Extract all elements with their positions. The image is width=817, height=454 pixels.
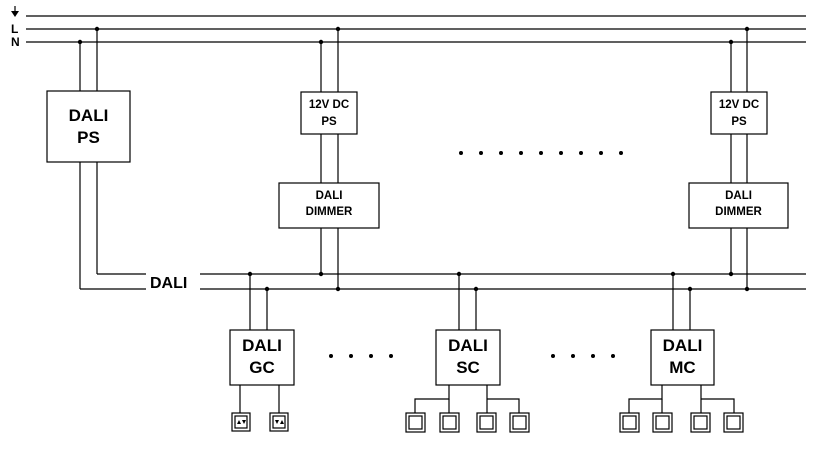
dali-bus-label: DALI [150,275,187,292]
push-button-icon [619,412,640,433]
dimmer-2-label-line1: DALI [725,190,752,202]
dimmer-branch-1: 12V DC PS DALI DIMMER [278,26,380,292]
dimmer-1-label-line2: DIMMER [306,206,353,218]
dc-ps-2-label-line1: 12V DC [719,99,759,111]
dc-ps-1-label-line2: PS [321,116,337,128]
dali-dimmer-1 [278,182,380,229]
gc-label-line2: GC [249,358,275,377]
dimmer-2-label-line2: DIMMER [715,206,762,218]
dc-power-supply-2 [710,91,768,135]
sc-branch: DALI SC [405,271,530,433]
mc-label-line2: MC [669,358,695,377]
dali-power-supply [46,90,131,163]
dimmer-ellipsis [459,151,623,155]
dali-ps-branch: DALI PS [46,26,146,290]
dali-bus: DALI [150,273,806,292]
blind-switch-icon [231,412,251,432]
mc-branch: DALI MC [619,271,744,433]
gc-branch: DALI GC [229,271,295,432]
sc-label-line2: SC [456,358,480,377]
dc-ps-1-label-line1: 12V DC [309,99,349,111]
dimmer-1-label-line1: DALI [316,190,343,202]
module-ellipsis-2 [551,354,615,358]
dc-power-supply-1 [300,91,358,135]
push-button-icon [476,412,497,433]
mc-label-line1: DALI [663,336,703,355]
push-button-icon [652,412,673,433]
neutral-rail-label: N [11,35,20,49]
dali-ps-label-line2: PS [77,128,100,147]
module-ellipsis-1 [329,354,393,358]
dimmer-branch-2: 12V DC PS DALI DIMMER [688,26,789,292]
dali-mc-module [650,329,715,386]
gc-label-line1: DALI [242,336,282,355]
dali-dimmer-2 [688,182,789,229]
earth-arrow-icon [11,6,19,17]
dc-ps-2-label-line2: PS [731,116,747,128]
push-button-icon [690,412,711,433]
line-rail-label: L [11,22,18,36]
blind-switch-icon [269,412,289,432]
dali-sc-module [435,329,501,386]
mains-rails: L N [11,6,806,49]
dali-ps-label-line1: DALI [69,106,109,125]
push-button-icon [723,412,744,433]
sc-label-line1: DALI [448,336,488,355]
push-button-icon [509,412,530,433]
push-button-icon [439,412,460,433]
dali-gc-module [229,329,295,386]
push-button-icon [405,412,426,433]
